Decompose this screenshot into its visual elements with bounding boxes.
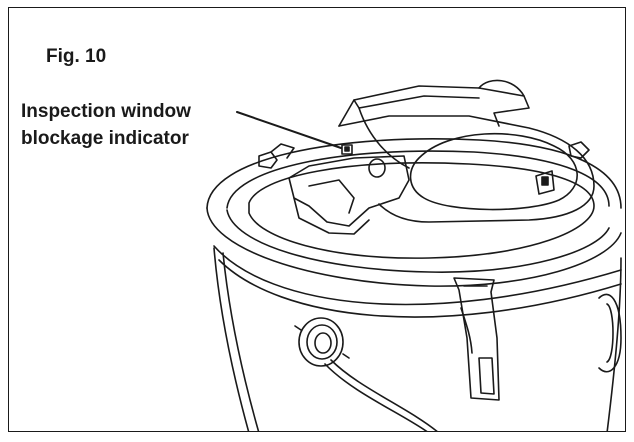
motor-head (338, 115, 595, 223)
inspection-window (341, 144, 353, 155)
figure-label: Fig. 10 (46, 46, 107, 67)
side-handle (598, 293, 622, 373)
front-grip (288, 155, 410, 235)
front-latch (453, 277, 500, 401)
callout-line-1: Inspection window (21, 101, 191, 122)
lid-rim (206, 138, 622, 287)
callout-label: Inspection window blockage indicator (21, 98, 191, 152)
carry-handle (338, 79, 530, 169)
figure-frame: Fig. 10 Inspection window blockage indic… (8, 7, 626, 432)
vacuum-illustration (206, 79, 622, 431)
hose-port (294, 317, 350, 367)
power-cord (324, 359, 438, 431)
lid-clips (258, 141, 590, 169)
callout-leader-line (236, 111, 342, 149)
callout-line-2: blockage indicator (21, 128, 189, 149)
power-switch (535, 170, 555, 195)
tank-body (213, 245, 622, 431)
